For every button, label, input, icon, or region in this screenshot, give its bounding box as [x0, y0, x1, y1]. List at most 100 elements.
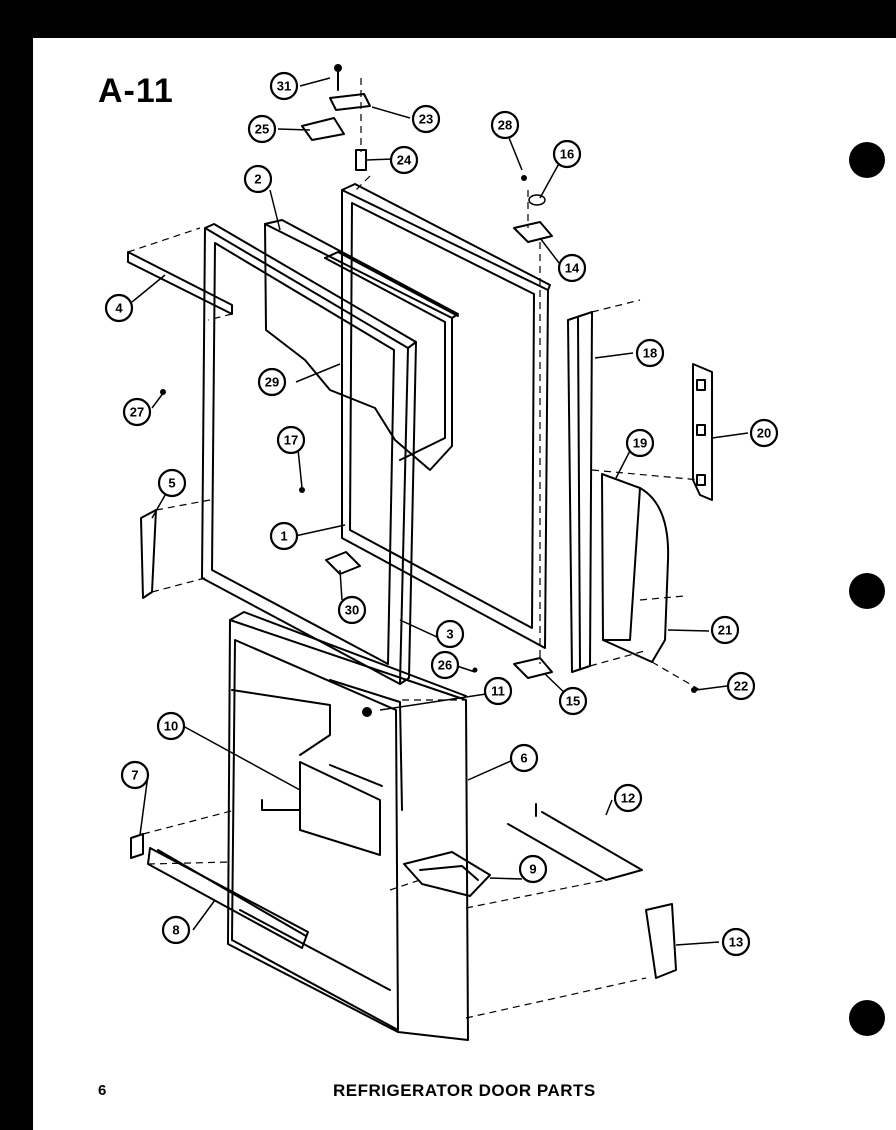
callout-14: 14 [557, 253, 587, 283]
callout-17: 17 [276, 425, 306, 455]
callout-balloon [156, 711, 186, 741]
callout-26: 26 [430, 650, 460, 680]
callout-6: 6 [509, 743, 539, 773]
callout-number: 21 [718, 623, 732, 638]
callout-3: 3 [435, 619, 465, 649]
callout-number: 31 [277, 79, 291, 94]
part-freezer-door [227, 611, 469, 1041]
callout-15: 15 [558, 686, 588, 716]
callout-number: 27 [130, 405, 144, 420]
callout-balloon [120, 760, 150, 790]
callout-number: 16 [560, 147, 574, 162]
part-trim-strip [567, 311, 593, 673]
callout-balloon [257, 367, 287, 397]
callout-number: 3 [446, 627, 453, 642]
alignment-lines [127, 78, 701, 1019]
callout-23: 23 [411, 104, 441, 134]
callout-12: 12 [613, 783, 643, 813]
callout-27: 27 [122, 397, 152, 427]
callout-29: 29 [257, 367, 287, 397]
callout-balloon [613, 783, 643, 813]
callout-4: 4 [104, 293, 134, 323]
callout-number: 24 [397, 153, 412, 168]
callout-25: 25 [247, 114, 277, 144]
callout-number: 13 [729, 935, 743, 950]
callout-31: 31 [269, 71, 299, 101]
punch-hole-top [849, 142, 885, 178]
callout-number: 25 [255, 122, 269, 137]
callout-balloon [157, 468, 187, 498]
part-side-trim [645, 903, 677, 979]
callout-16: 16 [552, 139, 582, 169]
part-side-strip [140, 509, 157, 599]
callout-balloon [269, 521, 299, 551]
callout-number: 30 [345, 603, 359, 618]
callout-balloon [490, 110, 520, 140]
callout-number: 7 [131, 768, 138, 783]
callout-balloon [749, 418, 779, 448]
punch-hole-bottom [849, 1000, 885, 1036]
callout-balloon [518, 854, 548, 884]
part-tray [403, 851, 491, 897]
callout-balloon [435, 619, 465, 649]
callout-balloon [411, 104, 441, 134]
callout-balloon [509, 743, 539, 773]
callout-balloon [276, 425, 306, 455]
diagram-sheet [33, 38, 896, 1130]
callout-number: 2 [254, 172, 261, 187]
page-number: 6 [98, 1082, 107, 1099]
callout-number: 10 [164, 719, 178, 734]
callout-balloon [483, 676, 513, 706]
callout-number: 11 [491, 684, 505, 699]
part-door-frame [201, 223, 417, 685]
part-top-breaker [127, 251, 233, 315]
callout-5: 5 [157, 468, 187, 498]
callout-number: 15 [566, 694, 580, 709]
punch-hole-middle [849, 573, 885, 609]
callout-balloon [122, 397, 152, 427]
page-title: REFRIGERATOR DOOR PARTS [333, 1081, 596, 1100]
part-door-bin [601, 473, 670, 663]
callout-balloon [161, 915, 191, 945]
callout-number: 5 [168, 476, 175, 491]
callout-30: 30 [337, 595, 367, 625]
callout-number: 6 [520, 751, 527, 766]
callout-number: 14 [565, 261, 580, 276]
part-gasket-frame [341, 183, 551, 649]
callout-number: 29 [265, 375, 279, 390]
callout-20: 20 [749, 418, 779, 448]
callout-2: 2 [243, 164, 273, 194]
callout-10: 10 [156, 711, 186, 741]
leader-lines [131, 77, 749, 946]
part-inner-panel [324, 251, 459, 461]
callout-7: 7 [120, 760, 150, 790]
callout-balloon [104, 293, 134, 323]
callout-balloon [558, 686, 588, 716]
callout-balloon [389, 145, 419, 175]
part-door-handle [147, 847, 309, 949]
callout-balloon [721, 927, 751, 957]
part-hinge-brackets [513, 221, 553, 679]
callout-balloon [710, 615, 740, 645]
callout-number: 8 [172, 923, 179, 938]
callout-13: 13 [721, 927, 751, 957]
callout-layer: 1234567891011121314151617181920212223242… [104, 71, 779, 957]
hardware-screws [160, 64, 697, 717]
callout-balloon [337, 595, 367, 625]
callout-24: 24 [389, 145, 419, 175]
callout-number: 20 [757, 426, 771, 441]
callout-balloon [557, 253, 587, 283]
callout-balloon [247, 114, 277, 144]
part-shelf [507, 803, 643, 881]
callout-number: 12 [621, 791, 635, 806]
callout-number: 9 [529, 862, 536, 877]
callout-balloon [625, 428, 655, 458]
callout-number: 4 [115, 301, 123, 316]
callout-number: 1 [280, 529, 287, 544]
callout-22: 22 [726, 671, 756, 701]
callout-9: 9 [518, 854, 548, 884]
callout-balloon [243, 164, 273, 194]
part-insulation-panel [264, 219, 459, 471]
callout-1: 1 [269, 521, 299, 551]
